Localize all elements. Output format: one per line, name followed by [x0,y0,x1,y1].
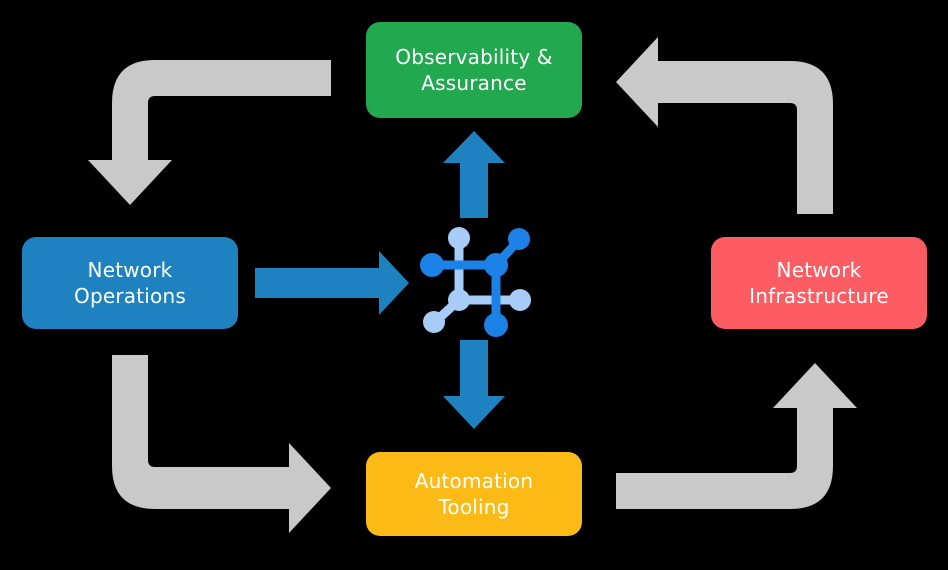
node-label-infrastructure: Network Infrastructure [749,257,889,308]
connector-observability-to-operations [88,60,331,205]
node-box-operations[interactable]: Network Operations [22,237,238,329]
node-box-automation[interactable]: Automation Tooling [366,452,582,536]
connector-center-to-automation [443,340,505,429]
node-label-observability: Observability & Assurance [395,44,553,95]
connector-operations-to-automation [112,355,331,533]
node-box-observability[interactable]: Observability & Assurance [366,22,582,118]
connector-infrastructure-to-observability [616,37,833,214]
node-label-automation: Automation Tooling [414,468,534,519]
network-topology-icon [420,227,531,337]
connector-operations-to-center [255,251,409,315]
node-label-operations: Network Operations [74,257,186,308]
connector-automation-to-infrastructure [616,363,857,509]
connector-center-to-observability [443,131,505,218]
node-box-infrastructure[interactable]: Network Infrastructure [711,237,927,329]
